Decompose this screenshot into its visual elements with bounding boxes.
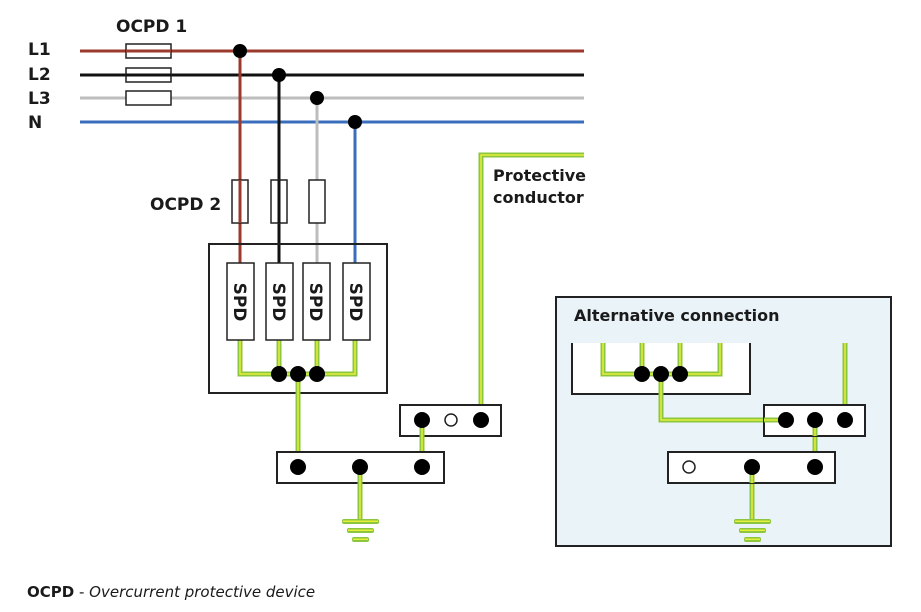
- alt-ground-icon: [734, 519, 771, 542]
- alt-earth-terminal-2: [744, 459, 760, 475]
- svg-text:SPD: SPD: [345, 283, 365, 322]
- footnote-abbr: OCPD: [27, 583, 75, 601]
- alt-terminal-upper-2: [807, 412, 823, 428]
- spd-unit-3: SPD: [302, 262, 331, 341]
- svg-text:SPD: SPD: [305, 283, 325, 322]
- svg-text:SPD: SPD: [229, 283, 249, 322]
- alternative-connection-panel: Alternative connection: [555, 296, 892, 547]
- spd-unit-4: SPD: [342, 262, 371, 341]
- alt-junction-3: [672, 366, 688, 382]
- ground-icon: [342, 519, 379, 542]
- spd-earth-junction-2: [290, 366, 306, 382]
- junction-L3: [310, 91, 324, 105]
- spd-unit-2: SPD: [265, 262, 294, 341]
- alt-terminal-upper-1: [778, 412, 794, 428]
- label-L3: L3: [28, 89, 51, 109]
- footnote-definition: Overcurrent protective device: [89, 583, 316, 601]
- junction-L2: [272, 68, 286, 82]
- spd-earth-junction-1: [271, 366, 287, 382]
- alt-terminal-upper-3: [837, 412, 853, 428]
- earth-bar-terminal-3: [414, 459, 430, 475]
- terminal-upper-1: [414, 412, 430, 428]
- label-ocpd2: OCPD 2: [150, 195, 221, 215]
- terminal-upper-3: [473, 412, 489, 428]
- alt-earth-terminal-3: [807, 459, 823, 475]
- terminal-upper-2-empty: [444, 413, 458, 427]
- label-L2: L2: [28, 65, 51, 85]
- earth-bar-terminal-1: [290, 459, 306, 475]
- spd-earth-junction-3: [309, 366, 325, 382]
- alt-junction-2: [653, 366, 669, 382]
- label-protective-1: Protective: [493, 166, 586, 185]
- footnote-separator: -: [74, 583, 90, 601]
- label-ocpd1: OCPD 1: [116, 17, 187, 37]
- junction-N: [348, 115, 362, 129]
- label-L1: L1: [28, 40, 51, 60]
- label-alternative: Alternative connection: [574, 306, 780, 325]
- label-N: N: [28, 113, 42, 133]
- ocpd2-fuse-L3: [308, 179, 326, 224]
- footnote: OCPD - Overcurrent protective device: [27, 583, 315, 601]
- alt-junction-1: [634, 366, 650, 382]
- ocpd1-fuse-L3: [125, 90, 172, 106]
- earth-bar-terminal-2: [352, 459, 368, 475]
- alt-earth-terminal-1-empty: [682, 460, 696, 474]
- junction-L1: [233, 44, 247, 58]
- svg-text:SPD: SPD: [268, 283, 288, 322]
- spd-unit-1: SPD: [226, 262, 255, 341]
- label-protective-2: conductor: [493, 188, 584, 207]
